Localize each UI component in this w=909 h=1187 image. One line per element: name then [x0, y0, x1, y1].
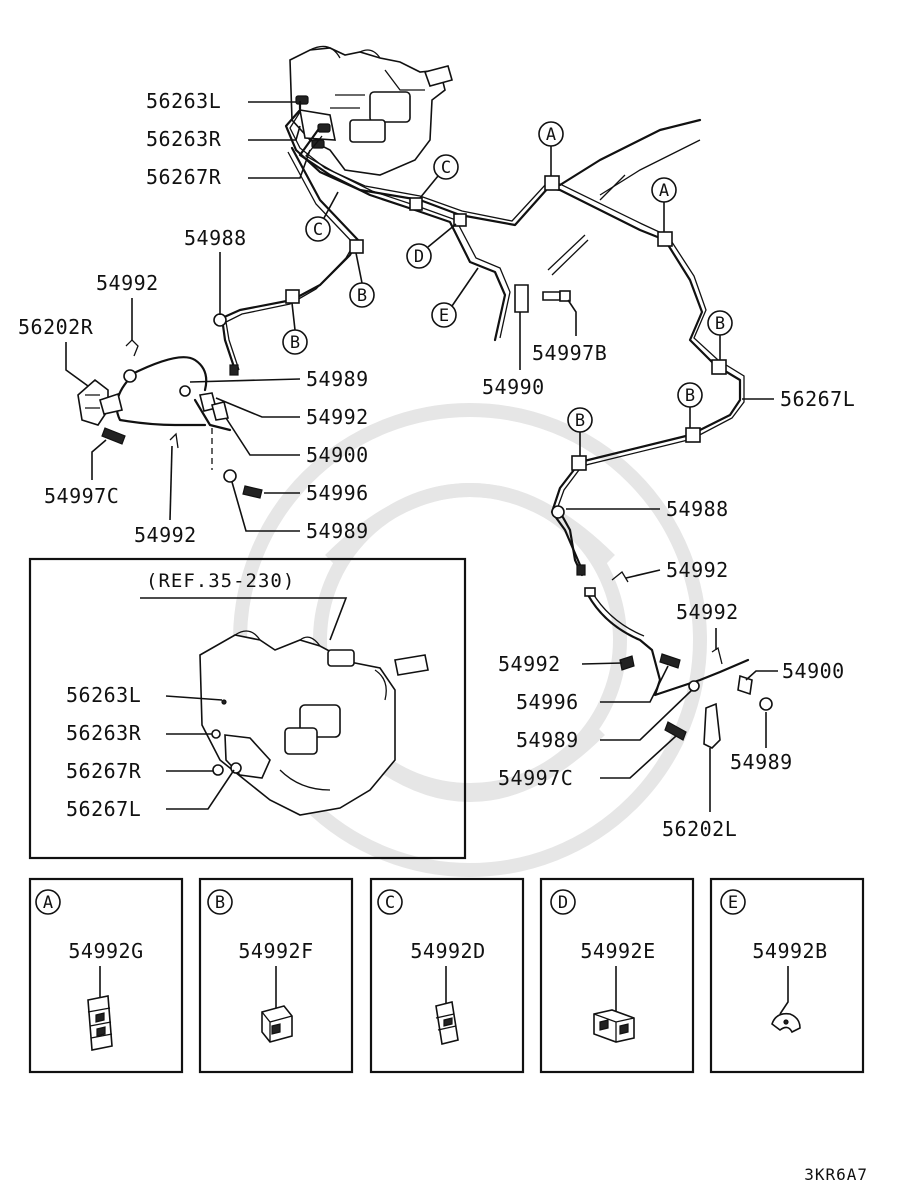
svg-text:A: A [659, 181, 669, 201]
label-54992-b: 54992 [306, 405, 369, 429]
label-54992-e: 54992 [676, 600, 739, 624]
left-wheel-hardware [77, 339, 263, 499]
legend-part-c: 54992D [410, 939, 485, 963]
callout-b-1: B [707, 310, 733, 360]
callout-c-2: C [305, 191, 339, 242]
label-54992-a: 54992 [96, 271, 159, 295]
pipe-clips [213, 175, 727, 597]
label-54992-f: 54992 [498, 652, 561, 676]
label-54996-right: 54996 [516, 690, 579, 714]
inset-reference-panel: (REF.35-230) 56263L 56263R 56267R 56267L [28, 557, 467, 860]
legend-box-e: E 54992B [709, 877, 865, 1074]
label-54997b: 54997B [532, 341, 607, 365]
inset-label-56263l: 56263L [66, 683, 141, 707]
svg-text:B: B [290, 333, 300, 353]
svg-text:C: C [313, 220, 323, 240]
svg-text:D: D [414, 247, 424, 267]
label-54989-a: 54989 [306, 367, 369, 391]
svg-text:A: A [546, 125, 556, 145]
svg-text:A: A [43, 893, 53, 913]
svg-text:D: D [558, 893, 568, 913]
svg-text:B: B [357, 286, 367, 306]
legend-box-b: B 54992F [198, 877, 354, 1074]
brake-pipes [115, 100, 750, 697]
right-wheel-hardware [611, 571, 773, 749]
part-labels: 56263L 56263R 56267R 54988 54992 56202R … [18, 89, 855, 841]
label-56202r: 56202R [18, 315, 94, 339]
label-56263r-top: 56263R [146, 127, 222, 151]
callout-c-1: C [419, 154, 459, 199]
inset-label-56267r: 56267R [66, 759, 142, 783]
label-56202l: 56202L [662, 817, 737, 841]
label-54992-c: 54992 [134, 523, 197, 547]
inset-ref-label: (REF.35-230) [146, 570, 295, 592]
legend-box-a: A 54992G [28, 877, 184, 1074]
callout-b-3: B [567, 407, 593, 456]
label-54992-d: 54992 [666, 558, 729, 582]
callout-a-2: A [651, 177, 677, 232]
label-54988-left: 54988 [184, 226, 247, 250]
callout-b-4: B [349, 252, 375, 308]
label-54900-left: 54900 [306, 443, 369, 467]
callout-circles: A A B B B B B [282, 121, 733, 456]
legend-box-d: D 54992E [539, 877, 695, 1074]
svg-text:E: E [728, 893, 738, 913]
inset-label-56263r: 56263R [66, 721, 142, 745]
svg-text:C: C [441, 158, 451, 178]
svg-text:E: E [439, 306, 449, 326]
callout-b-2: B [677, 382, 703, 428]
svg-text:B: B [715, 314, 725, 334]
callout-b-5: B [282, 302, 308, 355]
abs-unit-top [289, 45, 453, 176]
label-54989-b: 54989 [306, 519, 369, 543]
label-56267r-top: 56267R [146, 165, 222, 189]
svg-text:C: C [385, 893, 395, 913]
label-54989-c: 54989 [516, 728, 579, 752]
label-56263l-top: 56263L [146, 89, 221, 113]
callout-e: E [431, 267, 479, 328]
diagram-code: 3KR6A7 [804, 1165, 868, 1184]
label-56267l-right: 56267L [780, 387, 855, 411]
label-54997c-left: 54997C [44, 484, 119, 508]
label-54989-d: 54989 [730, 750, 793, 774]
legend-part-d: 54992E [580, 939, 655, 963]
legend-part-b: 54992F [238, 939, 313, 963]
label-54900-right: 54900 [782, 659, 845, 683]
callout-d: D [406, 223, 457, 269]
legend-box-c: C 54992D [369, 877, 525, 1074]
label-54990: 54990 [482, 375, 545, 399]
label-54996-left: 54996 [306, 481, 369, 505]
label-54988-right: 54988 [666, 497, 729, 521]
clip-legend: A 54992G B 54992F C 54992D [28, 877, 865, 1074]
legend-part-e: 54992B [752, 939, 827, 963]
inset-label-56267l: 56267L [66, 797, 141, 821]
callout-a-1: A [538, 121, 564, 176]
label-54997c-right: 54997C [498, 766, 573, 790]
legend-part-a: 54992G [68, 939, 143, 963]
svg-text:B: B [575, 411, 585, 431]
svg-text:B: B [215, 893, 225, 913]
svg-text:B: B [685, 386, 695, 406]
